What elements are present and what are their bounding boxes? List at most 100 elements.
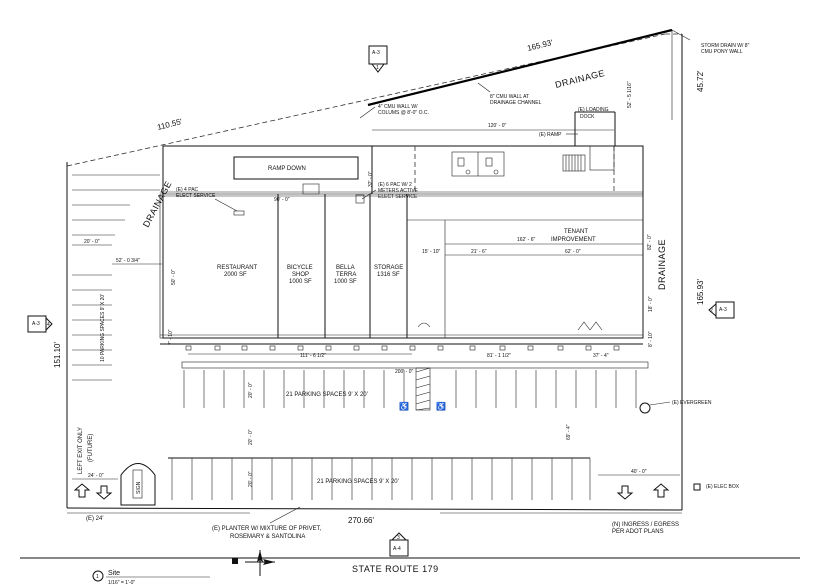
accessible-parking: ♿ ♿ [399,367,446,411]
ingress-label-2: PER ADOT PLANS [612,529,664,535]
boundary-west: 151.10' [53,342,62,368]
planter-label-2: ROSEMARY & SANTOLINA [230,534,305,540]
traffic-arrows [73,483,670,500]
meters-label-3: ELECT SERVICE [378,194,418,200]
dim-111: 111' - 6 1/2" [300,353,326,359]
loading-dock-label: (E) LOADING [578,107,609,113]
elec-box [693,483,701,491]
section-marker-south[interactable]: 3 A-4 [389,532,409,557]
dim-20-b: 20' - 0" [248,429,254,445]
dim-32: 32' - 0" [368,171,374,187]
street-label: STATE ROUTE 179 [352,564,439,574]
dim-52: 52' - 0 3/4" [116,258,140,264]
section-east-top: A-3 [719,307,727,313]
sign-label: SIGN [136,481,142,494]
dim-20-a: 20' - 0" [248,382,254,398]
dim-81: 81' - 1 1/2" [487,353,511,359]
drainage-wall-label-2: DRAINAGE CHANNEL [490,100,542,106]
parking-west-row [72,174,160,381]
section-south-top: A-4 [393,546,401,552]
section-west-bottom: 4 [47,322,50,328]
dim-52-5: 52' - 5 1/16" [627,81,633,108]
ingress-label: (N) INGRESS / EGRESS [612,522,679,528]
ramp-down-label: RAMP DOWN [268,166,306,172]
drainage-wall-label: 8" CMU WALL AT [490,94,529,100]
dim-15-10: 15' - 10" [422,249,441,255]
section-east-bottom: 2 [710,308,713,314]
evergreen-tree [639,401,671,414]
tenant-restaurant[interactable]: RESTAURANT 2000 SF [217,265,258,278]
meters-label: (E) 6 PAC W/ 2 [378,182,412,188]
section-west-top: A-3 [32,321,40,327]
left-exit-label: LEFT EXIT ONLY [78,427,84,474]
ramp-down: RAMP DOWN [233,156,359,195]
dim-40: 40' - 0" [631,469,647,475]
tenant-bicycle-name-2: SHOP [292,272,309,278]
tenant-restaurant-name: RESTAURANT [217,265,258,271]
boundary-south: 270.66' [348,516,374,525]
parking-west-label: 10 PARKING SPACES 9' X 20' [100,294,106,362]
tenant-bicycle-area: 1000 SF [289,279,312,285]
section-marker-east[interactable]: A-3 2 [708,301,735,319]
dim-8-10: 8' - 10" [648,331,654,347]
drainage-north-label: DRAINAGE [554,68,606,90]
planter-label: (E) PLANTER W/ MIXTURE OF PRIVET, [212,526,322,532]
dim-120: 120' - 0" [488,123,507,129]
wall-callouts: 4" CMU WALL W/ COLUMS @ 8'-0" O.C. 8" CM… [359,43,750,119]
elect-service-box [233,210,245,216]
title-block: 1 Site 1/16" = 1'-0" [92,570,210,586]
cmu-wall-label-2: COLUMS @ 8'-0" O.C. [378,110,429,116]
section-marker-west[interactable]: A-3 4 [27,315,53,333]
evergreen-label: (E) EVERGREEN [672,400,712,406]
tenant-storage[interactable]: STORAGE 1316 SF [374,265,403,278]
dim-24: 24' - 0" [88,473,104,479]
sidewalk-columns [160,343,643,351]
drainage-west-label: DRAINAGE [141,179,174,229]
tenant-storage-name: STORAGE [374,265,403,271]
building [159,145,644,339]
meters-box [355,194,365,204]
tenant-bicycle-shop[interactable]: BICYCLE SHOP 1000 SF [287,265,313,285]
storm-drain-label-2: CMU PONY WALL [701,49,743,55]
section-north-top: A-3 [372,50,380,56]
accessible-icon-left: ♿ [399,401,409,411]
dim-82: 82' - 0" [647,234,653,250]
dim-18: 18' - 0" [648,296,654,312]
dim-21-6: 21' - 6" [471,249,487,255]
existing-24-label: (E) 24' [86,516,103,522]
tenant-bella-terra[interactable]: BELLA TERRA 1000 SF [334,265,357,285]
title-label: Site [108,570,120,577]
dim-162: 162' - 6" [517,237,536,243]
title-number: 1 [96,574,99,580]
property-boundary [66,33,683,511]
storm-drain-label: STORM DRAIN W/ 8" [701,43,750,49]
planter-strip [181,361,649,369]
tenant-bella-name: BELLA [336,265,355,271]
boundary-east-top: 45.72' [696,70,705,92]
parking-south-label: 21 PARKING SPACES 9' X 20' [317,479,399,485]
cmu-wall-label: 4" CMU WALL W/ [378,104,418,110]
cmu-wall [367,28,691,120]
tenant-bicycle-name: BICYCLE [287,265,313,271]
tenant-improvement[interactable]: TENANT IMPROVEMENT [551,229,596,243]
dim-50: 50' - 0" [171,269,177,285]
boundary-north-west: 110.55' [156,117,183,132]
dim-69-4: 69' - 4" [566,424,572,440]
tenant-bella-name-2: TERRA [336,272,356,278]
elect-service-label-2: ELECT SERVICE [176,193,216,199]
accessible-icon-right: ♿ [436,401,446,411]
restroom-fixtures [451,151,505,177]
dim-37-4: 37' - 4" [593,353,609,359]
parking-middle-row [183,370,637,408]
dim-62: 62' - 0" [565,249,581,255]
entrance-doors [417,321,603,331]
dim-20: 20' - 0" [84,239,100,245]
elec-box-label: (E) ELEC BOX [706,484,740,490]
section-marker-north[interactable]: A-3 1 [368,45,388,73]
section-north-bottom: 1 [376,65,379,71]
parking-middle-label: 21 PARKING SPACES 9' X 20' [286,392,368,398]
tenant-improvement-name: TENANT [564,229,588,235]
boundary-east-main: 165.93' [696,279,705,305]
left-exit-label-2: (FUTURE) [88,434,94,462]
